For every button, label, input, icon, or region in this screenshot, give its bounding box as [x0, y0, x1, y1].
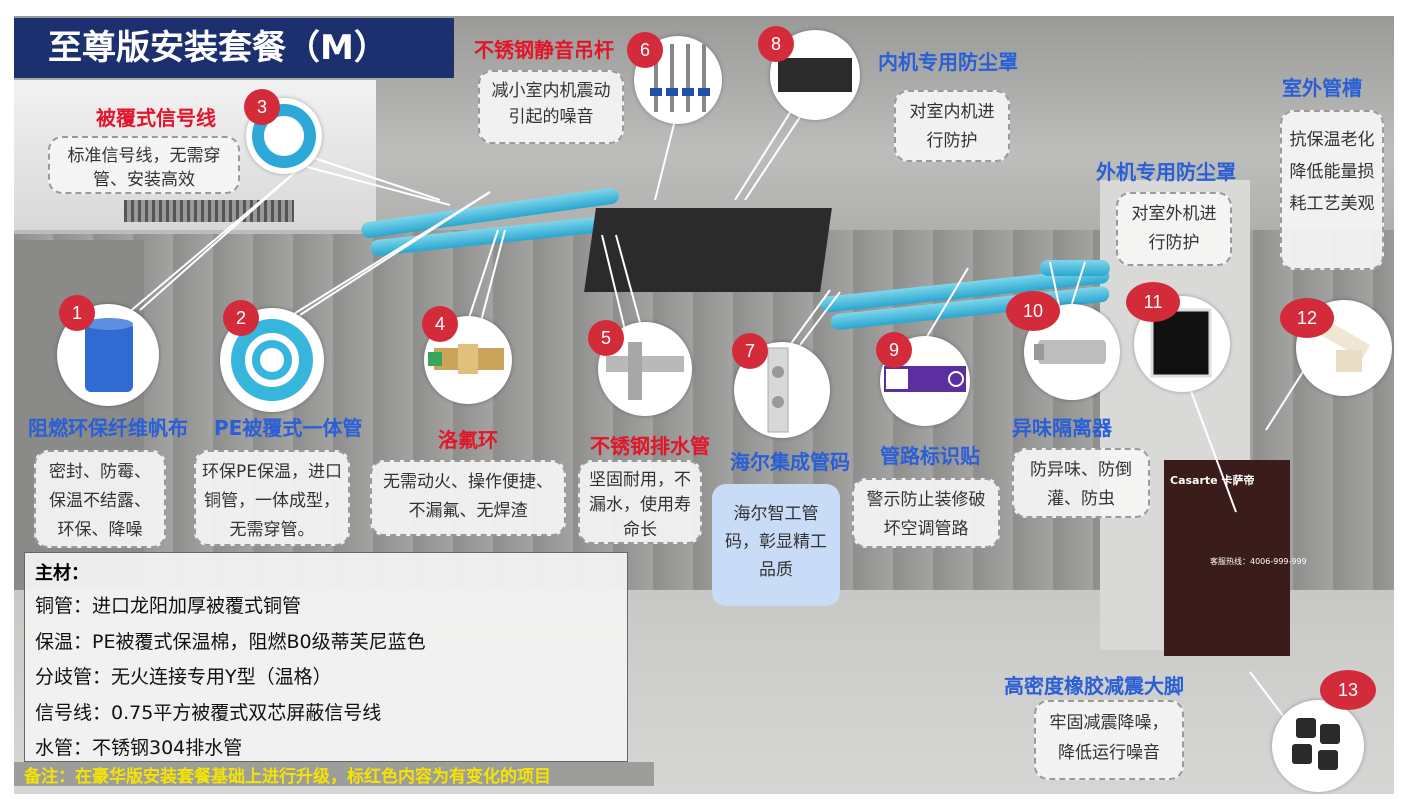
- page-title: 至尊版安装套餐（M）: [14, 18, 454, 78]
- badge-1: 1: [59, 295, 95, 331]
- label-11: 外机专用防尘罩: [1096, 160, 1236, 184]
- badge-6: 6: [627, 32, 663, 68]
- material-line: 水管：不锈钢304排水管: [35, 737, 243, 759]
- badge-10: 10: [1006, 291, 1060, 331]
- badge-12: 12: [1280, 298, 1334, 338]
- desc-3: 标准信号线，无需穿管、安装高效: [48, 136, 240, 194]
- badge-5: 5: [588, 320, 624, 356]
- label-9: 管路标识贴: [880, 444, 980, 468]
- badge-8: 8: [758, 26, 794, 62]
- label-3: 被覆式信号线: [96, 106, 216, 130]
- material-line: 分歧管：无火连接专用Y型（温格）: [35, 666, 332, 688]
- label-2: PE被覆式一体管: [214, 416, 363, 440]
- label-1: 阻燃环保纤维帆布: [28, 416, 188, 440]
- note-background: [14, 762, 654, 786]
- desc-8: 对室内机进行防护: [894, 90, 1010, 162]
- material-line: 铜管：进口龙阳加厚被覆式铜管: [35, 595, 302, 617]
- footnote: 备注：在豪华版安装套餐基础上进行升级，标红色内容为有变化的项目: [24, 767, 551, 787]
- badge-4: 4: [422, 306, 458, 342]
- desc-9: 警示防止装修破坏空调管路: [852, 478, 1000, 548]
- desc-1: 密封、防霉、保温不结露、环保、降噪: [34, 450, 166, 548]
- desc-11: 对室外机进行防护: [1116, 192, 1232, 266]
- desc-5: 坚固耐用，不漏水，使用寿命长: [578, 460, 702, 544]
- label-10: 异味隔离器: [1012, 416, 1112, 440]
- label-13: 高密度橡胶减震大脚: [1004, 674, 1184, 698]
- outdoor-unit-brand: Casarte 卡萨帝: [1170, 474, 1255, 487]
- desc-13: 牢固减震降噪，降低运行噪音: [1034, 700, 1184, 780]
- materials-heading: 主材：: [35, 563, 89, 584]
- badge-13: 13: [1320, 670, 1376, 710]
- label-6: 不锈钢静音吊杆: [474, 38, 614, 62]
- label-5: 不锈钢排水管: [590, 434, 710, 458]
- label-7: 海尔集成管码: [730, 450, 850, 474]
- badge-2: 2: [223, 300, 259, 336]
- material-line: 信号线：0.75平方被覆式双芯屏蔽信号线: [35, 701, 382, 724]
- desc-12: 抗保温老化降低能量损耗工艺美观: [1280, 110, 1384, 270]
- indoor-vent: [124, 200, 294, 222]
- badge-9: 9: [876, 332, 912, 368]
- outdoor-unit: [1164, 460, 1290, 656]
- material-line: 保温：PE被覆式保温棉，阻燃B0级蒂芙尼蓝色: [35, 630, 426, 653]
- badge-7: 7: [732, 333, 768, 369]
- desc-6: 减小室内机震动引起的噪音: [478, 70, 624, 144]
- desc-7: 海尔智工管码，彰显精工品质: [712, 484, 840, 606]
- badge-3: 3: [244, 89, 280, 125]
- outdoor-unit-phone: 客服热线：4006-999-999: [1210, 557, 1307, 566]
- label-12: 室外管槽: [1282, 76, 1362, 100]
- desc-4: 无需动火、操作便捷、不漏氟、无焊渣: [370, 460, 566, 536]
- rubber-feet-image: [1272, 700, 1364, 792]
- refrigerant-pipe: [1040, 260, 1110, 276]
- label-8: 内机专用防尘罩: [878, 50, 1018, 74]
- odor-isolator-image: [1024, 304, 1120, 400]
- label-4: 洛氟环: [438, 428, 498, 452]
- badge-11: 11: [1126, 282, 1180, 322]
- desc-2: 环保PE保温，进口铜管，一体成型，无需穿管。: [194, 450, 350, 546]
- materials-panel: 主材： 铜管：进口龙阳加厚被覆式铜管 保温：PE被覆式保温棉，阻燃B0级蒂芙尼蓝…: [24, 552, 628, 762]
- desc-10: 防异味、防倒灌、防虫: [1012, 448, 1150, 518]
